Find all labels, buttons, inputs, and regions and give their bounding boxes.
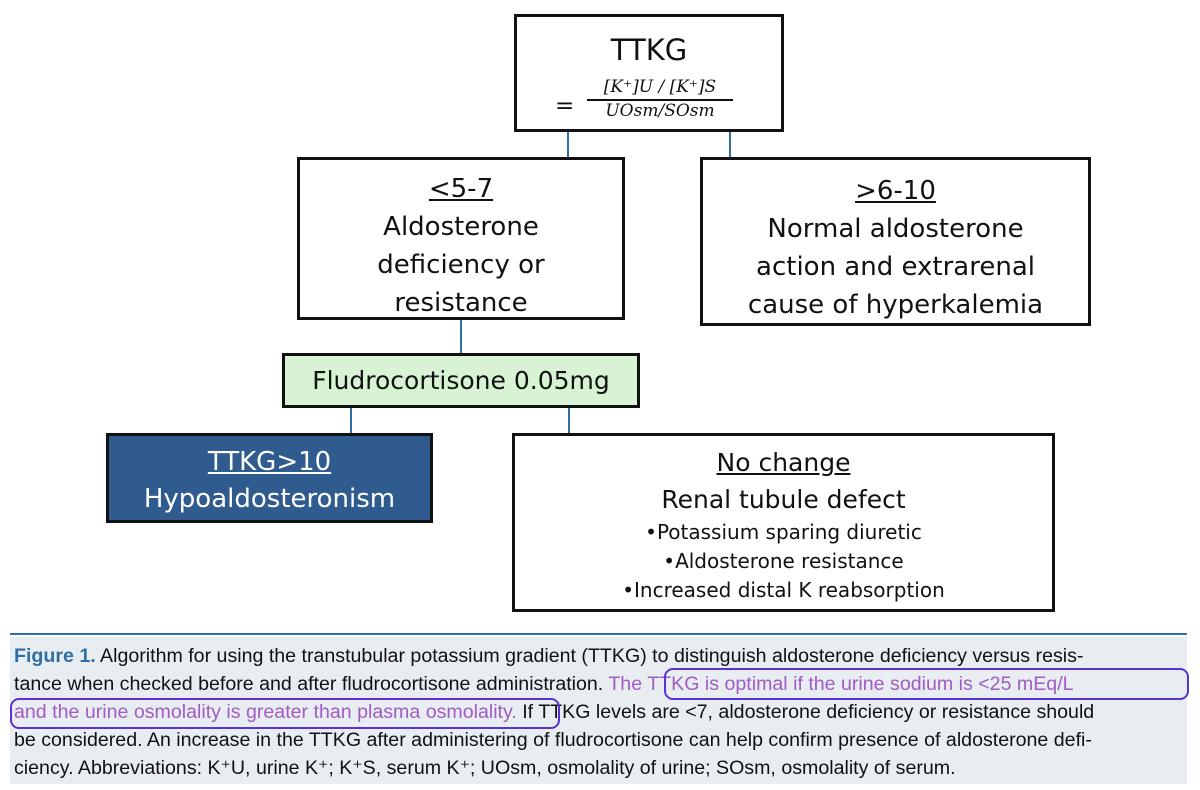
renal-defect-box: No change Renal tubule defect •Potassium… <box>512 433 1055 612</box>
renal-heading: No change <box>716 448 851 477</box>
fludrocortisone-label: Fludrocortisone 0.05mg <box>312 366 610 395</box>
caption-highlight-1: The TTKG is optimal if the urine sodium … <box>608 673 1074 695</box>
caption-line-1: Figure 1. Algorithm for using the transt… <box>14 642 1183 670</box>
highlight-outline-2 <box>10 698 560 729</box>
connector-fludro-to-hypo <box>350 406 352 435</box>
fraction-bar <box>587 99 733 101</box>
caption-text-1: Algorithm for using the transtubular pot… <box>95 645 1084 667</box>
low-line-1: Aldosterone <box>383 212 539 242</box>
figure-caption: Figure 1. Algorithm for using the transt… <box>10 637 1187 784</box>
fraction-denominator: UOsm/SOsm <box>605 101 715 121</box>
caption-text-3: If TTKG levels are <7, aldosterone defic… <box>516 701 1095 723</box>
low-ttkg-box: <5-7 Aldosterone deficiency or resistanc… <box>297 157 625 320</box>
ttkg-title: TTKG <box>610 33 688 67</box>
caption-highlight-2: and the urine osmolality is greater than… <box>14 701 517 723</box>
renal-bullet: •Aldosterone resistance <box>663 549 904 573</box>
low-threshold: <5-7 <box>428 174 494 204</box>
ttkg-fraction: [K⁺]U / [K⁺]S UOsm/SOsm <box>587 77 733 122</box>
caption-line-5: ciency. Abbreviations: K⁺U, urine K⁺; K⁺… <box>14 757 956 779</box>
high-line-3: cause of hyperkalemia <box>747 290 1044 320</box>
caption-line-4: be considered. An increase in the TTKG a… <box>14 729 1092 751</box>
high-line-2: action and extrarenal <box>756 252 1035 282</box>
renal-bullet: •Potassium sparing diuretic <box>645 520 922 544</box>
caption-text-2: tance when checked before and after flud… <box>14 673 609 695</box>
caption-line-2: tance when checked before and after flud… <box>14 670 1183 698</box>
hypo-label: Hypoaldosteronism <box>143 484 396 514</box>
renal-subheading: Renal tubule defect <box>661 485 906 514</box>
high-ttkg-box: >6-10 Normal aldosterone action and extr… <box>700 157 1091 326</box>
caption-line-3: and the urine osmolality is greater than… <box>14 698 1183 726</box>
renal-bullet: •Increased distal K reabsorption <box>622 578 945 602</box>
caption-label: Figure 1. <box>14 645 96 667</box>
connector-ttkg-to-high <box>729 130 731 159</box>
high-threshold: >6-10 <box>855 176 936 206</box>
equals-sign: = <box>555 93 575 119</box>
low-line-2: deficiency or <box>377 250 545 280</box>
connector-fludro-to-renal <box>568 406 570 435</box>
fraction-numerator: [K⁺]U / [K⁺]S <box>603 77 717 97</box>
hypoaldosteronism-box: TTKG>10 Hypoaldosteronism <box>106 433 433 523</box>
low-line-3: resistance <box>394 288 528 318</box>
highlight-outline-1 <box>664 668 1189 700</box>
fludrocortisone-box: Fludrocortisone 0.05mg <box>282 353 640 408</box>
connector-low-to-fludro <box>460 318 462 355</box>
high-line-1: Normal aldosterone <box>767 214 1024 244</box>
hypo-threshold: TTKG>10 <box>207 447 332 477</box>
connector-ttkg-to-low <box>567 130 569 159</box>
caption-divider <box>10 633 1187 635</box>
ttkg-formula-box: TTKG = [K⁺]U / [K⁺]S UOsm/SOsm <box>514 14 784 132</box>
